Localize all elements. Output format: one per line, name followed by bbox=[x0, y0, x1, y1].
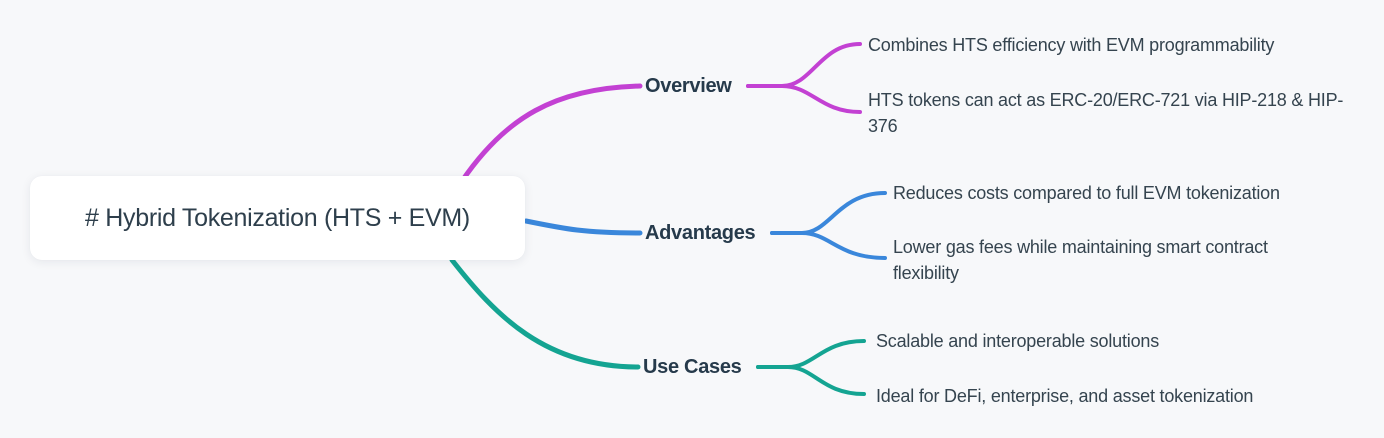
leaf-node-advantages-child-2[interactable]: Lower gas fees while maintaining smart c… bbox=[893, 237, 1268, 283]
branch-node-overview[interactable]: Overview bbox=[645, 75, 732, 97]
leaf-node-overview-child-2[interactable]: HTS tokens can act as ERC-20/ERC-721 via… bbox=[868, 90, 1344, 136]
branch-node-usecases[interactable]: Use Cases bbox=[643, 356, 742, 378]
connector-usecases-to-child-2 bbox=[756, 365, 866, 396]
connector-root-to-usecases bbox=[449, 257, 641, 370]
leaf-node-overview-child-1[interactable]: Combines HTS efficiency with EVM program… bbox=[868, 35, 1275, 55]
branch-node-advantages[interactable]: Advantages bbox=[645, 222, 756, 244]
connector-advantages-to-child-2 bbox=[770, 231, 887, 260]
root-node-label: # Hybrid Tokenization (HTS + EVM) bbox=[85, 203, 470, 232]
connector-root-to-overview bbox=[459, 83, 643, 184]
connector-usecases-to-child-1 bbox=[756, 339, 866, 369]
leaf-node-usecases-child-2[interactable]: Ideal for DeFi, enterprise, and asset to… bbox=[876, 386, 1254, 406]
root-node[interactable]: # Hybrid Tokenization (HTS + EVM) bbox=[30, 176, 525, 260]
leaf-node-advantages-child-1[interactable]: Reduces costs compared to full EVM token… bbox=[893, 183, 1280, 203]
connector-advantages-to-child-1 bbox=[770, 191, 887, 235]
connector-overview-to-child-1 bbox=[746, 42, 862, 88]
leaf-node-usecases-child-1[interactable]: Scalable and interoperable solutions bbox=[876, 331, 1159, 351]
connector-root-to-advantages bbox=[523, 218, 643, 236]
connector-overview-to-child-2 bbox=[746, 84, 862, 114]
